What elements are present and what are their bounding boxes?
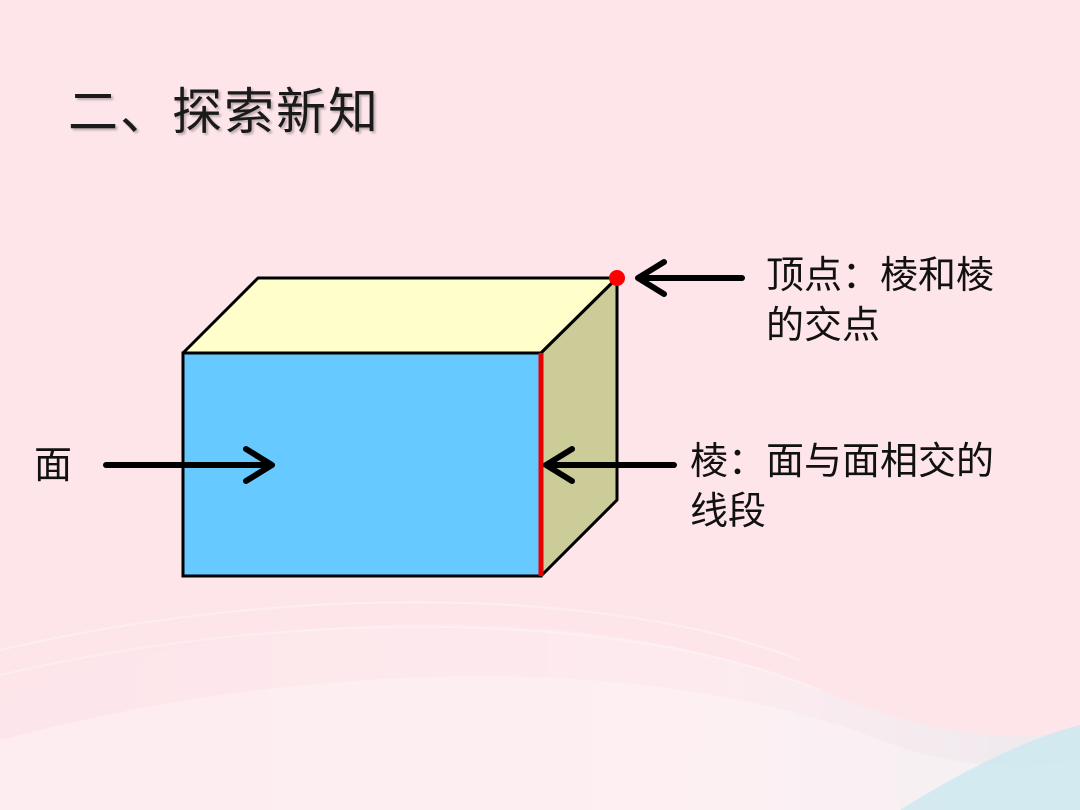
edge-label: 棱：面与面相交的 线段 [690,436,994,536]
slide-title: 二、探索新知 [68,83,380,141]
arrow-left-icon [543,446,677,484]
vertex-label-line1: 顶点：棱和棱 [766,253,995,297]
vertex-dot [609,270,625,286]
edge-label-line2: 线段 [690,489,767,533]
vertex-label-line2: 的交点 [766,303,881,347]
arrow-right-icon [103,446,275,484]
arrow-left-icon [635,259,745,297]
edge-label-line1: 棱：面与面相交的 [690,439,995,483]
face-label: 面 [34,443,73,487]
vertex-label: 顶点：棱和棱 的交点 [766,250,994,350]
